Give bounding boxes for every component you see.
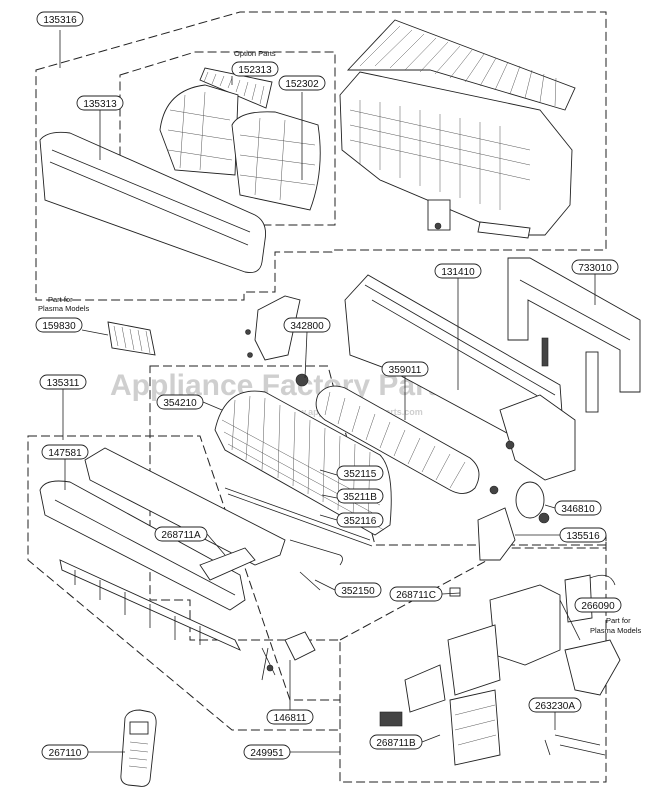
part-label-268711A: 268711A <box>161 530 201 541</box>
part-label-131410: 131410 <box>441 267 475 278</box>
remote-control <box>120 709 157 787</box>
part-label-35211B: 35211B <box>343 492 377 503</box>
part-label-352150: 352150 <box>341 586 375 597</box>
plasma-note-left-line2: Plasma Models <box>38 304 90 313</box>
plasma-note-left-line1: Part for <box>48 295 73 304</box>
frame-assembly <box>344 274 576 481</box>
plasma-filter-left <box>107 321 156 356</box>
part-label-352116: 352116 <box>344 516 377 527</box>
part-label-152302: 152302 <box>285 79 319 90</box>
step-motor <box>261 631 316 681</box>
front-panel <box>39 131 266 273</box>
part-label-146811: 146811 <box>274 713 307 724</box>
chassis-assembly <box>339 19 576 239</box>
option-filter-parts <box>159 67 321 211</box>
fan-motor <box>515 481 550 524</box>
part-label-359011: 359011 <box>389 365 422 376</box>
cable-set <box>224 487 373 591</box>
plasma-note-right-line2: Plasma Models <box>590 626 642 635</box>
part-label-346810: 346810 <box>561 504 595 515</box>
drain-pan <box>39 447 286 651</box>
part-label-268711B: 268711B <box>376 738 416 749</box>
part-label-147581: 147581 <box>48 448 82 459</box>
leader-lines <box>59 30 596 753</box>
part-label-342800: 342800 <box>290 321 324 332</box>
motor-cover <box>477 507 516 561</box>
part-label-135311: 135311 <box>47 378 80 389</box>
part-label-159830: 159830 <box>42 321 76 332</box>
part-label-135516: 135516 <box>566 531 600 542</box>
part-label-135313: 135313 <box>83 99 117 110</box>
part-label-267110: 267110 <box>49 748 82 759</box>
part-label-152313: 152313 <box>238 65 272 76</box>
plasma-note-right-line1: Part for <box>606 616 631 625</box>
part-label-249951: 249951 <box>250 748 284 759</box>
option-parts-note: Option Parts <box>234 49 276 58</box>
part-label-268711C: 268711C <box>396 590 436 601</box>
part-label-266090: 266090 <box>581 601 615 612</box>
part-label-352115: 352115 <box>344 469 377 480</box>
part-label-354210: 354210 <box>163 398 197 409</box>
part-labels: 135316 152313 152302 135313 131410 73301… <box>35 11 622 760</box>
cross-flow-fan <box>315 385 499 495</box>
part-label-135316: 135316 <box>43 15 77 26</box>
part-label-733010: 733010 <box>578 263 612 274</box>
installation-plate <box>507 257 641 413</box>
part-label-263230A: 263230A <box>535 701 575 712</box>
